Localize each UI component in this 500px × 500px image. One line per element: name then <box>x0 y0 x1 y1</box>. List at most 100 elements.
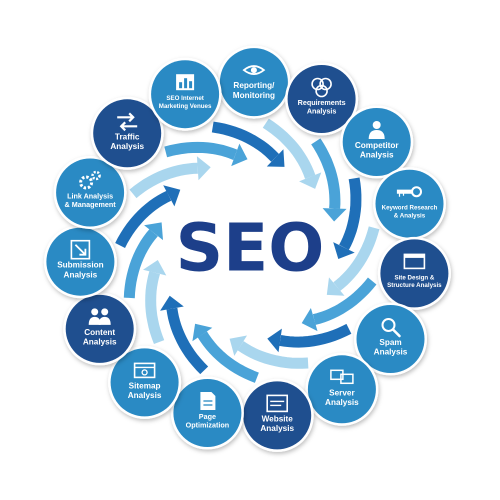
cycle-arrow-head <box>266 149 285 167</box>
node-label-line: & Management <box>65 200 117 209</box>
cycle-arrow <box>115 190 172 248</box>
node-label-line: & Analysis <box>394 212 426 219</box>
bar-chart-icon <box>176 74 195 91</box>
cycle-arrow-head <box>163 185 181 207</box>
node-label-line: Link Analysis <box>67 192 113 201</box>
node-label-line: Content <box>84 328 115 337</box>
cycle-arrow <box>339 177 362 250</box>
node-label-line: Analysis <box>360 151 394 160</box>
cycle-arrow-head <box>322 208 347 222</box>
node-label-line: Analysis <box>128 391 162 400</box>
cycle-arrow <box>145 271 165 345</box>
node-label-line: Analysis <box>260 424 294 433</box>
cycle-arrow <box>333 226 380 291</box>
node-circle <box>151 60 220 129</box>
node-label-line: Analysis <box>374 348 408 357</box>
cycle-arrow <box>237 341 309 369</box>
center-title: SEO <box>176 210 325 287</box>
cycle-arrow <box>262 118 316 179</box>
cycle-arrow <box>312 277 377 325</box>
node-label-line: Sitemap <box>129 381 161 390</box>
node-circle <box>219 48 288 117</box>
cycle-arrow <box>197 331 259 383</box>
magnifier-icon <box>381 318 401 338</box>
arrows-icon <box>117 112 138 132</box>
webpage-icon <box>266 394 289 413</box>
node-circle <box>342 108 411 176</box>
node-circle <box>380 239 449 308</box>
node-circle <box>65 294 134 363</box>
node-reporting: Reporting/Monitoring <box>217 45 291 119</box>
node-label-line: Website <box>262 414 294 423</box>
node-label-line: Monitoring <box>233 91 275 100</box>
person-icon <box>368 121 385 139</box>
node-label-line: Competitor <box>355 141 399 150</box>
node-label-line: SEO Internet <box>166 95 203 102</box>
cycle-arrow <box>123 229 158 299</box>
cycle-arrow-head <box>144 222 163 241</box>
node-label-line: Keyword Research <box>382 205 438 212</box>
cycle-arrow <box>166 307 209 375</box>
node-circle <box>93 99 162 168</box>
cycle-arrow-head <box>231 143 248 167</box>
node-label-line: Submission <box>57 261 103 270</box>
cycle-arrow-head <box>143 260 167 276</box>
cycle-arrow-head <box>160 295 184 311</box>
node-label-line: Spam <box>379 338 401 347</box>
node-circle <box>173 379 242 447</box>
people-icon <box>88 308 111 325</box>
nodes-ring: Reporting/MonitoringRequirementsAnalysis… <box>43 45 451 452</box>
node-link: Link Analysis& Management <box>53 156 127 229</box>
node-label-line: Analysis <box>325 398 359 407</box>
venn-circles-icon <box>311 77 332 98</box>
node-circle <box>56 158 125 227</box>
node-label-line: Analysis <box>110 142 144 151</box>
cycle-arrow-head <box>299 172 322 189</box>
cycle-arrow-head <box>192 323 213 342</box>
node-circle <box>287 65 356 133</box>
eye-icon <box>242 65 266 75</box>
cycle-arrow-head <box>229 335 247 356</box>
node-label-line: Analysis <box>64 270 98 279</box>
cycle-arrow <box>129 162 198 199</box>
node-site-design: Site Design &Structure Analysis <box>377 236 451 310</box>
submit-arrow-icon <box>70 239 91 260</box>
node-label-line: Server <box>329 388 355 397</box>
cycle-arrow <box>279 323 352 348</box>
cycle-arrow <box>311 138 341 209</box>
node-label-line: Site Design & <box>394 274 434 281</box>
gears-icon <box>79 170 101 190</box>
browser-window-icon <box>403 253 426 270</box>
cycle-arrow-head <box>196 156 211 181</box>
node-keyword: Keyword Research& Analysis <box>373 167 446 241</box>
cycle-arrow-head <box>333 242 355 259</box>
node-label-line: Structure Analysis <box>387 282 442 289</box>
sitemap-icon <box>133 362 156 379</box>
node-label-line: Traffic <box>115 132 140 141</box>
key-icon <box>396 186 422 198</box>
node-label-line: Analysis <box>83 338 117 347</box>
cycle-arrow-head <box>301 308 318 332</box>
node-label-line: Reporting/ <box>233 81 275 90</box>
node-label-line: Requirements <box>298 98 346 107</box>
monitors-icon <box>330 369 354 385</box>
node-circle <box>356 305 425 373</box>
node-circle <box>307 355 376 424</box>
arrows-ring <box>115 118 380 383</box>
cycle-arrow <box>211 121 279 162</box>
node-circle <box>46 227 115 296</box>
node-label-line: Page <box>199 412 216 421</box>
node-label-line: Optimization <box>186 421 230 430</box>
